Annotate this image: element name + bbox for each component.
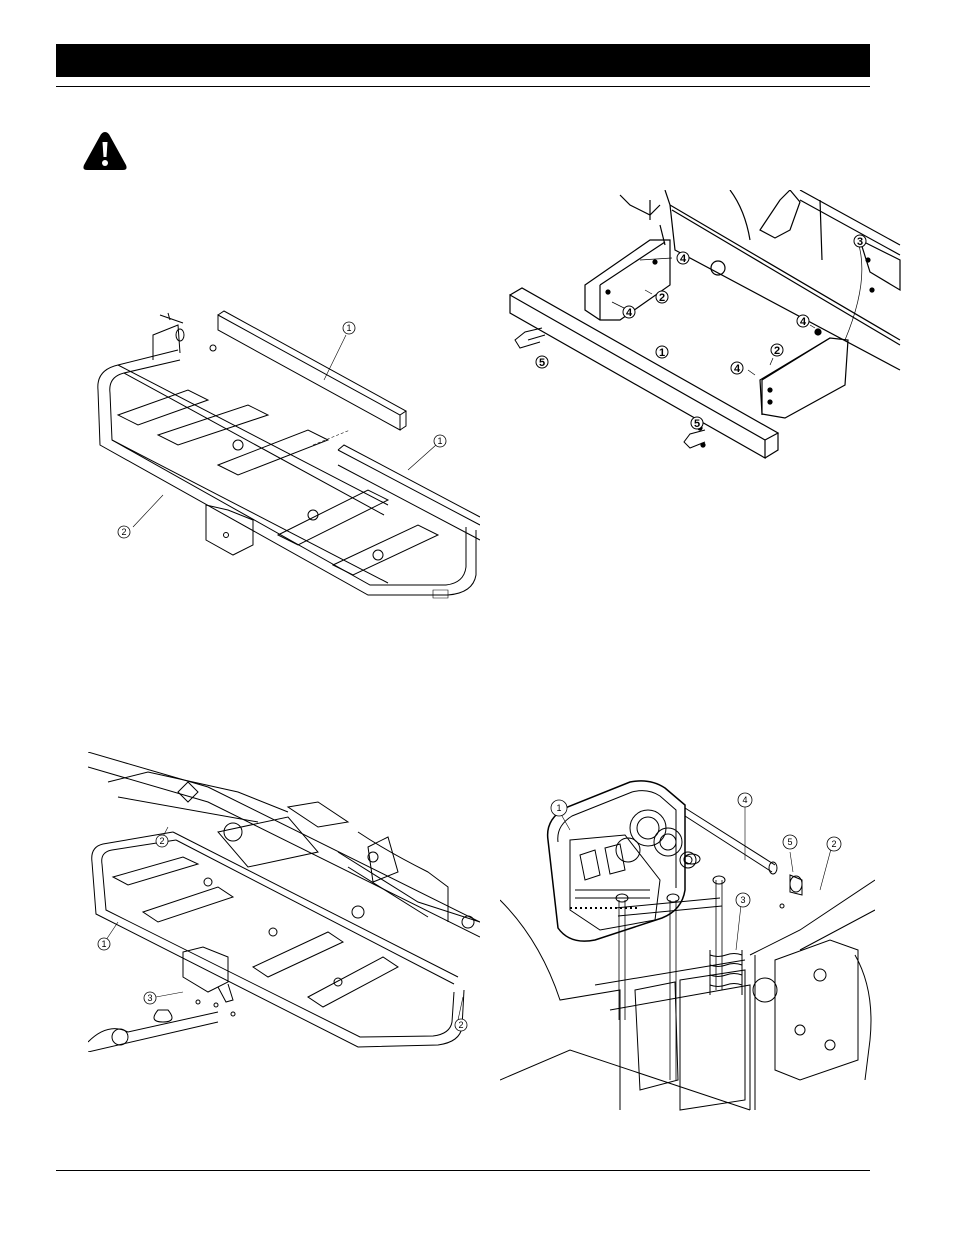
- callout-label: 1: [659, 347, 665, 359]
- figure-top-right: 1 2 2 3 4 4 4 4 5 5: [500, 190, 910, 470]
- callout-label: 2: [831, 839, 836, 849]
- callout-label: 2: [659, 292, 665, 304]
- callout-label: 5: [694, 418, 700, 430]
- callout-label: 5: [539, 357, 545, 369]
- header-bar: [56, 44, 870, 77]
- callout-label: 2: [458, 1020, 463, 1030]
- callout-label: 1: [346, 323, 351, 333]
- callout-label: 2: [774, 345, 780, 357]
- figure-bottom-left: 1 2 2 3: [88, 752, 480, 1052]
- callout-label: 1: [437, 436, 442, 446]
- figure-bottom-right: 1 2 3 4 5: [500, 780, 875, 1115]
- callout-label: 4: [680, 253, 687, 265]
- callout-label: 5: [787, 837, 792, 847]
- callout-label: 4: [742, 795, 747, 805]
- callout-label: 3: [857, 236, 863, 248]
- callout-label: 4: [626, 307, 633, 319]
- callout-label: 3: [147, 993, 152, 1003]
- warning-triangle-icon: [82, 130, 128, 172]
- callout-label: 4: [734, 363, 741, 375]
- header-rule: [56, 86, 870, 87]
- callout-label: 2: [159, 836, 164, 846]
- figure-top-left: 1 1 2: [88, 305, 480, 615]
- callout-label: 2: [121, 527, 126, 537]
- footer-rule: [56, 1170, 870, 1171]
- callout-label: 1: [101, 939, 106, 949]
- callout-label: 4: [800, 316, 807, 328]
- callout-label: 1: [556, 803, 561, 813]
- callout-label: 3: [740, 895, 745, 905]
